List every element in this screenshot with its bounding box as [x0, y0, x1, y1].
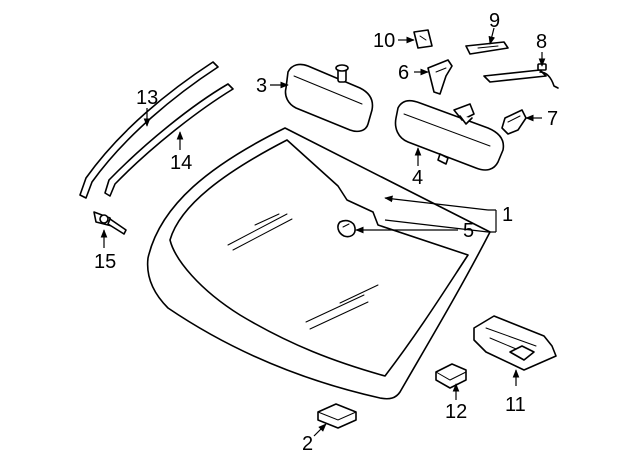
callout-5: 5	[355, 220, 474, 242]
rearview-mirror-small	[284, 63, 374, 133]
callout-6: 6	[398, 62, 429, 84]
callout-label-6: 6	[398, 62, 409, 84]
callout-11: 11	[505, 369, 526, 416]
callout-12: 12	[445, 383, 467, 423]
glass-spacer	[317, 403, 357, 429]
callout-label-9: 9	[489, 10, 500, 32]
callout-label-4: 4	[412, 167, 423, 189]
callout-15: 15	[94, 229, 116, 273]
callout-label-10: 10	[373, 30, 395, 52]
retainer-clip	[413, 29, 433, 49]
callout-3: 3	[256, 75, 289, 97]
callout-10: 10	[373, 30, 415, 52]
mirror-mount-cover	[427, 59, 453, 95]
callout-1: 1	[384, 195, 513, 233]
callout-4: 4	[412, 147, 423, 189]
callout-label-15: 15	[94, 251, 116, 273]
windshield-glass	[146, 127, 491, 400]
callout-label-11: 11	[505, 394, 526, 416]
molding-clip	[93, 211, 127, 235]
callout-label-2: 2	[302, 433, 313, 455]
inner-molding-strip	[104, 83, 234, 197]
callout-7: 7	[525, 108, 558, 130]
rain-sensor	[337, 219, 356, 238]
callout-13: 13	[136, 87, 158, 127]
callout-label-3: 3	[256, 75, 267, 97]
mounting-bracket	[465, 41, 509, 55]
callout-8: 8	[536, 31, 547, 67]
wire-harness	[483, 63, 559, 89]
callout-label-13: 13	[136, 87, 158, 109]
callout-label-12: 12	[445, 401, 467, 423]
callout-14: 14	[170, 131, 192, 174]
sensor-pad	[435, 363, 467, 389]
callout-label-8: 8	[536, 31, 547, 53]
callout-2: 2	[302, 423, 327, 455]
callout-label-1: 1	[502, 204, 513, 226]
outer-molding-strip	[79, 61, 219, 199]
callout-9: 9	[488, 10, 500, 45]
callout-label-7: 7	[547, 108, 558, 130]
sensor-module	[473, 315, 557, 371]
rearview-mirror-large	[394, 99, 505, 171]
sensor-cover	[501, 109, 527, 135]
callout-label-5: 5	[463, 220, 474, 242]
callout-label-14: 14	[170, 152, 192, 174]
